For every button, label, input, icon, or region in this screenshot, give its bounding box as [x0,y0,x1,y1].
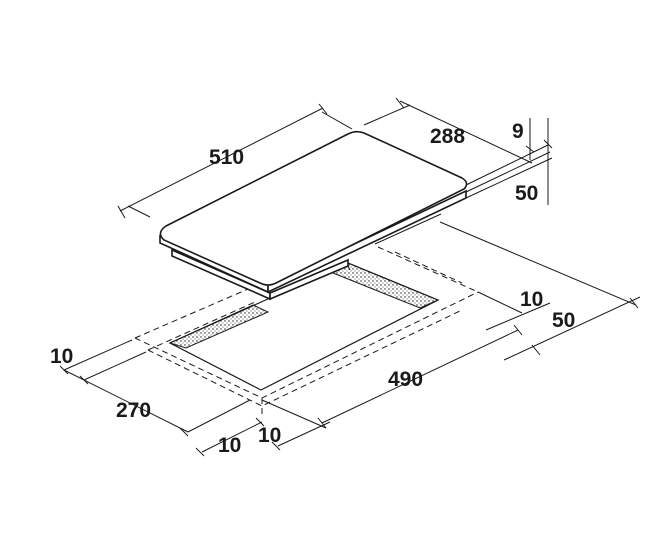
label-hob-height: 50 [515,182,538,205]
dim-left-margins: 10 270 [50,339,251,437]
hob-body [159,130,468,301]
label-hob-depth: 288 [430,125,465,148]
label-hob-width: 510 [209,146,244,169]
hob-glass-top [159,130,468,286]
label-margin-front-b: 10 [258,424,281,447]
dim-hob-height: 9 50 [465,118,553,205]
label-cutout-width: 490 [388,368,423,391]
dashed-footprint-right-2 [394,251,463,284]
cutout-hatch-front [168,304,270,349]
worktop-cutout [134,246,479,415]
cutout-hatch-right [331,262,440,309]
label-glass-thickness: 9 [512,120,524,143]
label-margin-front-a: 10 [218,434,241,457]
label-clearance-back: 50 [552,309,575,332]
dashed-footprint-front [134,285,256,339]
dashed-footprint-right [377,246,479,293]
hob-underside-line [347,265,351,271]
dashed-footprint-near-2 [147,309,463,407]
hob-underside-back [374,213,442,245]
dim-hob-width: 510 [117,103,353,219]
dim-right-margins: 10 50 [439,221,641,361]
label-margin-left: 10 [50,345,73,368]
dim-hob-depth: 288 [363,97,533,164]
dim-cutout-width: 490 [261,324,523,429]
label-cutout-depth: 270 [116,399,151,422]
label-margin-right: 10 [520,288,543,311]
dim-front-margins: 10 10 [195,417,331,457]
